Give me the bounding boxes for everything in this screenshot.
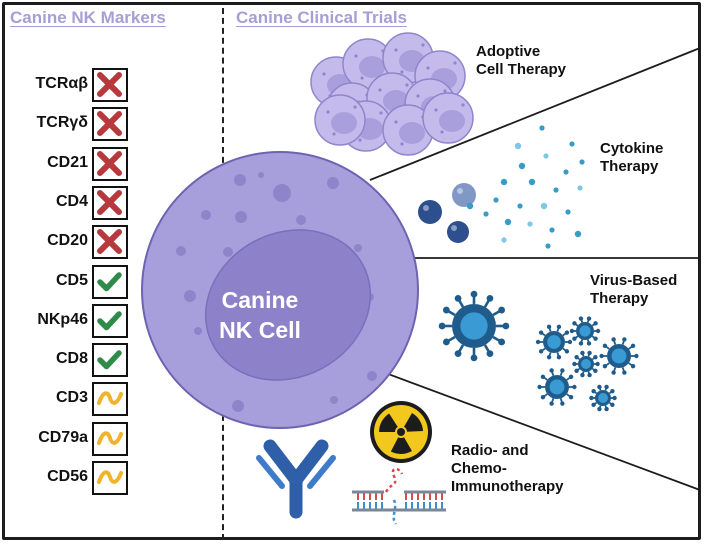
marker-row: CD4 [0,185,220,224]
marker-row: TCRγδ [0,107,220,145]
yellow-tilde-icon [97,470,123,484]
marker-label: CD5 [55,271,88,289]
radio-line1: Radio- and [451,442,529,459]
radio-line2: Chemo- [451,460,507,477]
marker-row: CD20 [0,225,220,263]
marker-row: CD21 [0,146,220,185]
adoptive-therapy-label: Adoptive Cell Therapy [476,43,566,79]
marker-row: CD79a [0,421,220,460]
figure-frame [2,2,701,540]
marker-row: CD5 [0,264,220,303]
nk-cell-icon [141,151,419,429]
marker-label: NKp46 [37,310,88,328]
marker-label: CD3 [55,389,88,407]
marker-row: TCRαβ [0,68,220,106]
cytokine-line1: Cytokine [600,140,664,157]
marker-label: CD20 [47,232,88,250]
antibody-icon [256,439,336,519]
marker-label: CD21 [47,153,88,171]
radio-therapy-label: Radio- and Chemo- Immunotherapy [451,442,564,496]
virus-line1: Virus-Based [590,272,678,289]
adoptive-line1: Adoptive [476,43,541,60]
green-check-icon [97,311,122,331]
cytokine-icon [418,125,585,249]
marker-label: CD79a [38,428,88,446]
marker-label: TCRαβ [35,75,88,92]
marker-label: CD56 [47,468,88,485]
markers-heading: Canine NK Markers [10,8,166,27]
marker-status-box [92,461,128,495]
marker-label: CD4 [55,192,88,210]
virus-therapy-label: Virus-Based Therapy [590,272,677,308]
marker-row: CD56 [0,461,220,499]
cytokine-therapy-label: Cytokine Therapy [600,140,663,176]
marker-label: CD8 [55,350,88,368]
marker-row: CD3 [0,382,220,420]
virus-line2: Therapy [590,290,649,307]
marker-label: TCRγδ [36,114,88,132]
adoptive-line2: Cell Therapy [476,61,567,78]
marker-status-box [92,68,128,102]
nk-cell-label: Canine NK Cell [200,285,320,345]
nk-cell-label-line1: Canine [221,287,299,313]
yellow-tilde-icon [97,391,123,406]
virus-icon [438,290,639,412]
cell-cluster-icon [310,32,474,156]
radio-line3: Immunotherapy [451,478,564,495]
marker-status-box [92,303,128,338]
green-check-icon [97,271,122,291]
red-x-icon [97,150,122,176]
marker-status-box [92,225,128,260]
red-x-icon [97,189,122,215]
separator-line-1 [369,47,701,181]
marker-status-box [92,107,128,142]
marker-status-box [92,382,128,417]
marker-status-box [92,146,128,181]
marker-status-box [92,185,128,220]
marker-status-box [92,343,128,378]
marker-row: CD8 [0,343,220,381]
cytokine-line2: Therapy [600,158,659,175]
trials-heading: Canine Clinical Trials [236,8,408,27]
separator-line-3 [371,367,701,491]
red-x-icon [97,229,122,255]
dna-ladder-icon [352,467,446,525]
red-x-icon [97,72,122,97]
radiation-trefoil-icon [370,401,432,463]
marker-row: NKp46 [0,303,220,342]
marker-status-box [92,421,128,456]
nk-cell-label-line2: NK Cell [219,317,301,343]
red-x-icon [97,111,122,137]
yellow-tilde-icon [97,431,123,445]
green-check-icon [97,350,122,370]
marker-status-box [92,264,128,299]
